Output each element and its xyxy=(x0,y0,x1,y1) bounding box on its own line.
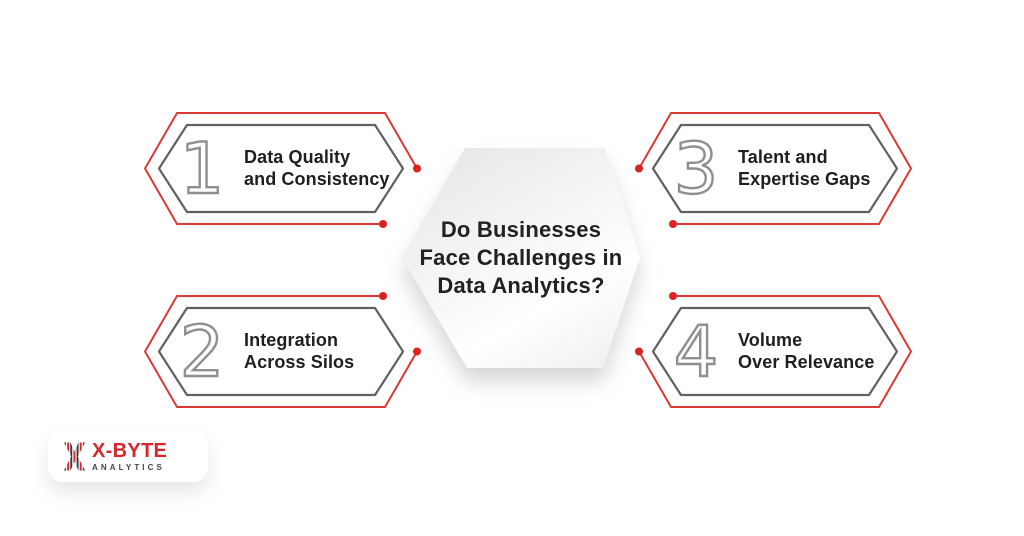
red-outline-path xyxy=(638,112,913,225)
badge-label-line-1: Volume xyxy=(738,330,803,350)
title-line-1: Do Businesses xyxy=(440,217,602,242)
badge-4-volume: 4 Volume Over Relevance xyxy=(635,292,913,409)
badge-number: 4 xyxy=(673,310,720,393)
red-connector-dot xyxy=(635,164,643,173)
logo-text: X-BYTE ANALYTICS xyxy=(92,441,167,472)
title-line-3: Data Analytics? xyxy=(437,273,605,298)
gray-hexagon xyxy=(651,306,899,397)
red-outline-path xyxy=(143,295,418,408)
badge-number: 3 xyxy=(673,127,720,210)
badge-label-line-1: Data Quality xyxy=(244,147,351,167)
gray-hexagon xyxy=(651,123,899,214)
badge-label-line-2: Expertise Gaps xyxy=(738,168,871,189)
center-hexagon: Do Businesses Face Challenges in Data An… xyxy=(401,148,641,368)
badge-label: Talent and Expertise Gaps xyxy=(738,111,905,226)
badge-number: 2 xyxy=(179,310,226,393)
red-connector-dot xyxy=(669,220,677,228)
red-connector-dot xyxy=(669,292,677,300)
red-connector-dot xyxy=(413,347,421,356)
badge-hexagon-outline xyxy=(635,112,913,228)
badge-label-line-2: Over Relevance xyxy=(738,351,875,372)
red-outline-path xyxy=(143,112,418,225)
badge-label-line-1: Integration xyxy=(244,330,339,350)
badge-label-line-1: Talent and xyxy=(738,147,828,167)
badge-1-data-quality: 1 Data Quality and Consistency xyxy=(143,111,421,228)
red-outline-path xyxy=(638,295,913,408)
red-connector-dot xyxy=(413,164,421,173)
badge-label: Volume Over Relevance xyxy=(738,294,905,409)
badge-label-line-2: and Consistency xyxy=(244,168,390,189)
xbyte-logo: X-BYTE ANALYTICS xyxy=(48,430,208,482)
badge-hexagon-outline xyxy=(143,112,421,228)
gray-hexagon xyxy=(157,306,405,397)
badge-3-talent: 3 Talent and Expertise Gaps xyxy=(635,111,913,228)
badge-hexagon-outline xyxy=(143,292,421,408)
gray-hexagon xyxy=(157,123,405,214)
logo-subtitle: ANALYTICS xyxy=(92,462,165,472)
logo-name: X-BYTE xyxy=(92,439,168,462)
infographic-title: Do Businesses Face Challenges in Data An… xyxy=(420,216,623,300)
xbyte-logo-icon xyxy=(64,442,85,470)
badge-number: 1 xyxy=(179,127,226,210)
red-connector-dot xyxy=(379,220,387,228)
badge-label-line-2: Across Silos xyxy=(244,351,355,372)
badge-label: Data Quality and Consistency xyxy=(244,111,411,226)
badge-label: Integration Across Silos xyxy=(244,294,411,409)
red-connector-dot xyxy=(379,292,387,300)
center-hexagon-shape: Do Businesses Face Challenges in Data An… xyxy=(401,148,641,368)
red-connector-dot xyxy=(635,347,643,356)
title-line-2: Face Challenges in xyxy=(419,245,623,270)
badge-2-integration: 2 Integration Across Silos xyxy=(143,292,421,409)
badge-hexagon-outline xyxy=(635,292,913,408)
